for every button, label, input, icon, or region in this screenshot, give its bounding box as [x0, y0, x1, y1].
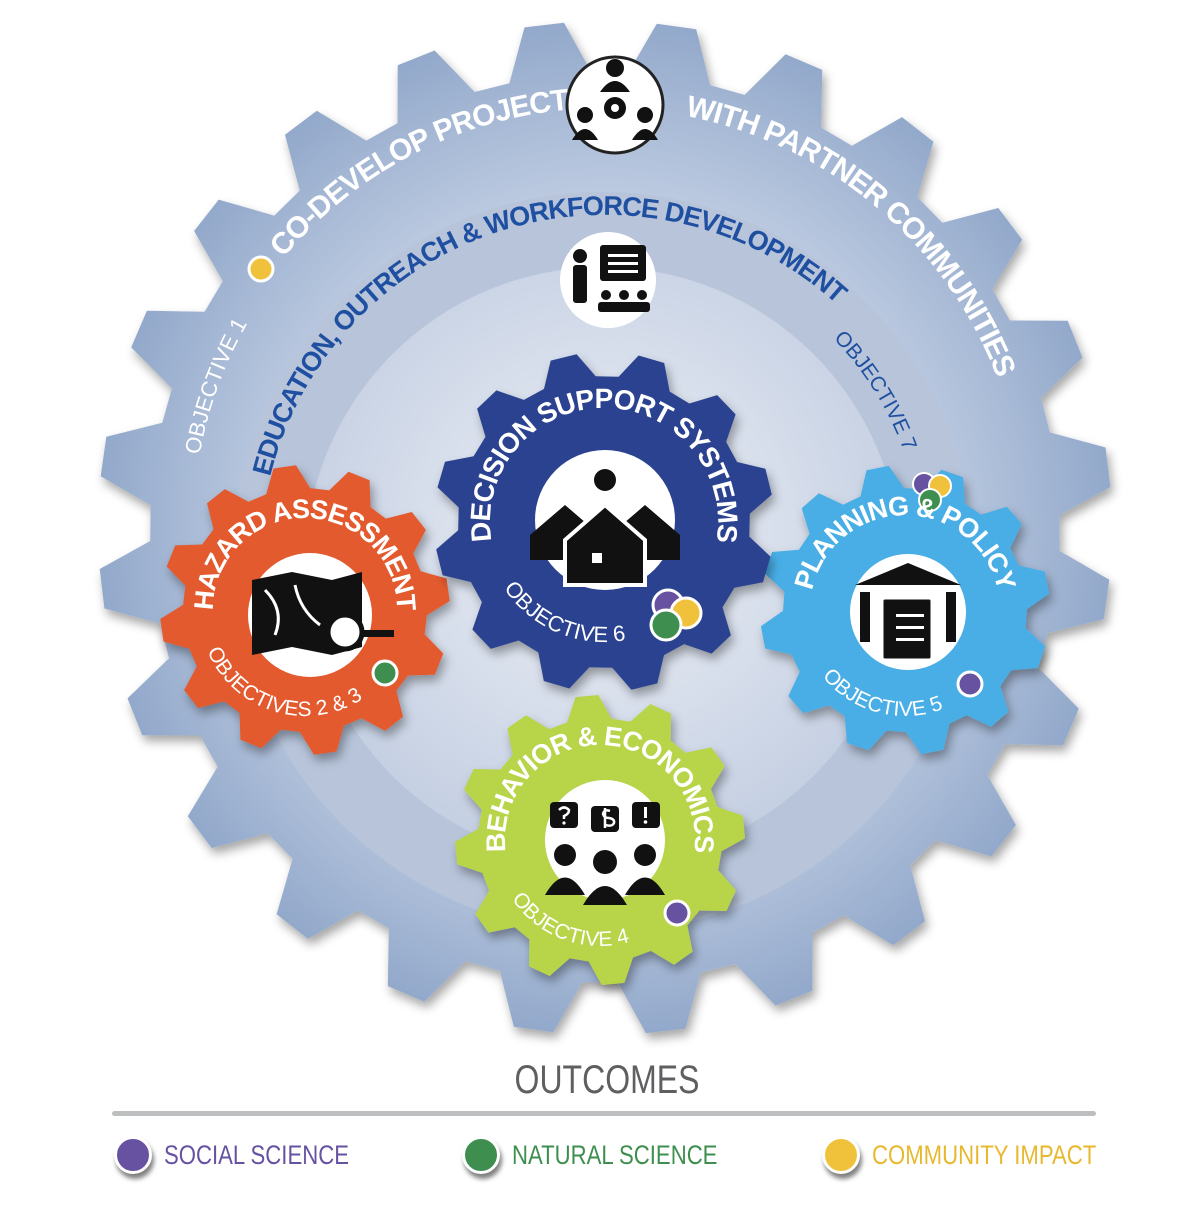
people-speech-icon [545, 780, 665, 905]
venn-outcomes-icon [912, 472, 952, 512]
community-impact-dot [822, 1136, 860, 1174]
outcomes-divider [112, 1111, 1096, 1116]
community-impact-dot [247, 255, 275, 283]
legend-label: NATURAL SCIENCE [512, 1139, 718, 1170]
map-magnifier-icon [248, 553, 394, 677]
venn-outcomes-icon [649, 588, 703, 642]
teacher-presentation-icon [560, 232, 656, 328]
social-science-dot [114, 1136, 152, 1174]
outcomes-title: OUTCOMES [514, 1058, 700, 1102]
social-science-dot [663, 899, 691, 927]
houses-sun-icon [530, 450, 680, 590]
social-science-dot [956, 670, 984, 698]
legend-label: SOCIAL SCIENCE [164, 1139, 349, 1170]
community-collaboration-icon [565, 55, 665, 155]
legend-community-impact: COMMUNITY IMPACT [822, 1136, 1146, 1174]
legend-label: COMMUNITY IMPACT [872, 1139, 1097, 1170]
legend-social-science: SOCIAL SCIENCE [114, 1136, 390, 1174]
legend-natural-science: NATURAL SCIENCE [462, 1136, 763, 1174]
government-clipboard-icon [850, 554, 966, 670]
natural-science-dot [371, 659, 399, 687]
natural-science-dot [462, 1136, 500, 1174]
